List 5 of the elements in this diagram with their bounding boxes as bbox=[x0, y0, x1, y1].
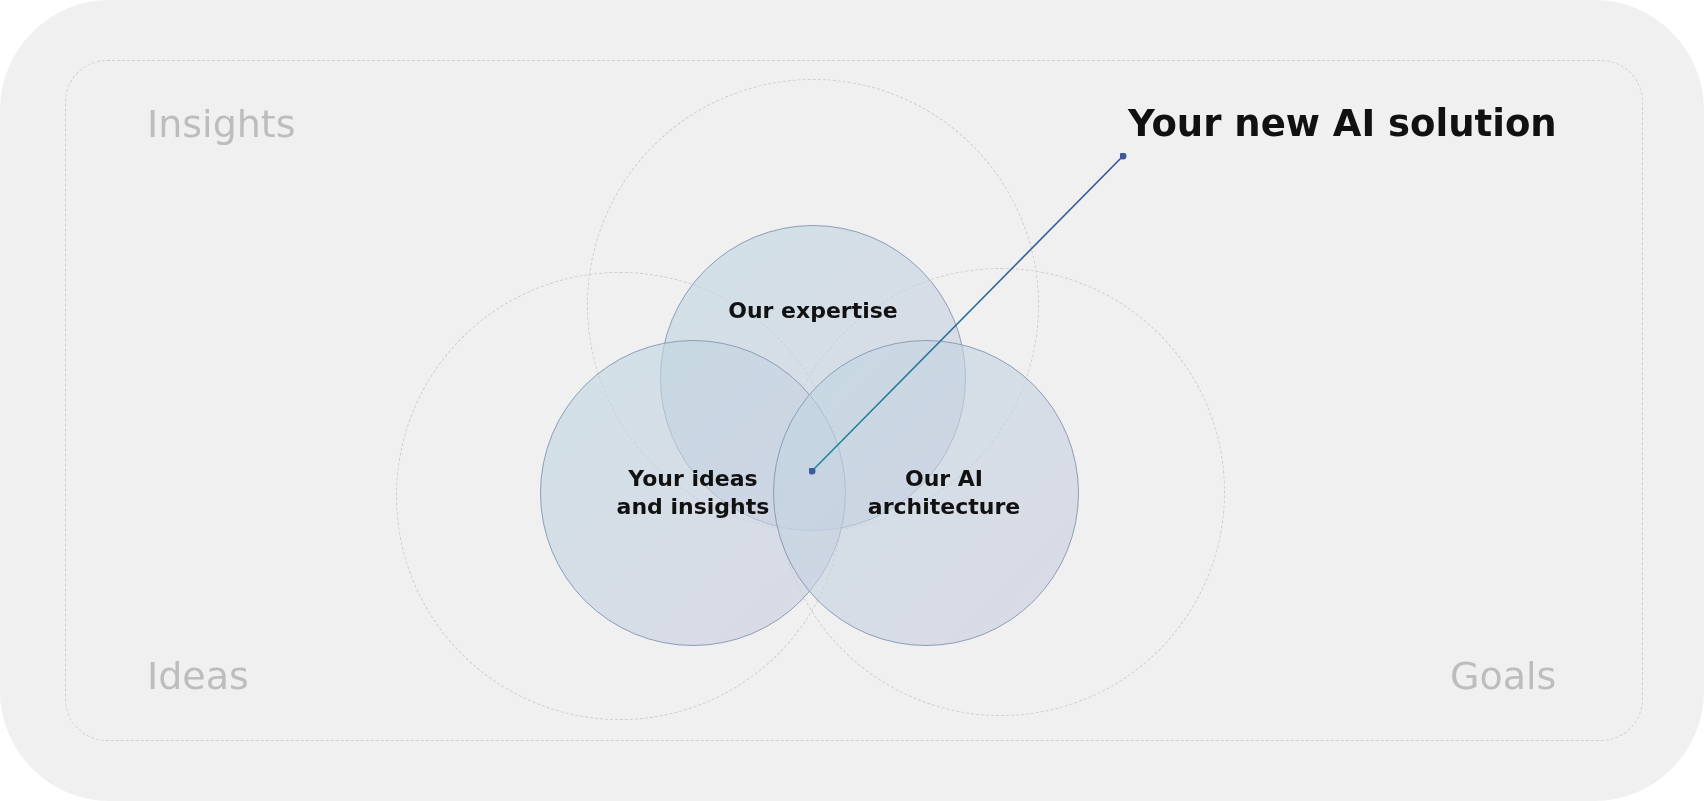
circle-label: Your ideas and insights bbox=[615, 464, 771, 522]
callout-label: Your new AI solution bbox=[1128, 100, 1557, 148]
circle-label: Our AI architecture bbox=[866, 464, 1022, 522]
circle-label: Our expertise bbox=[727, 296, 899, 325]
leader-line bbox=[808, 152, 1127, 475]
